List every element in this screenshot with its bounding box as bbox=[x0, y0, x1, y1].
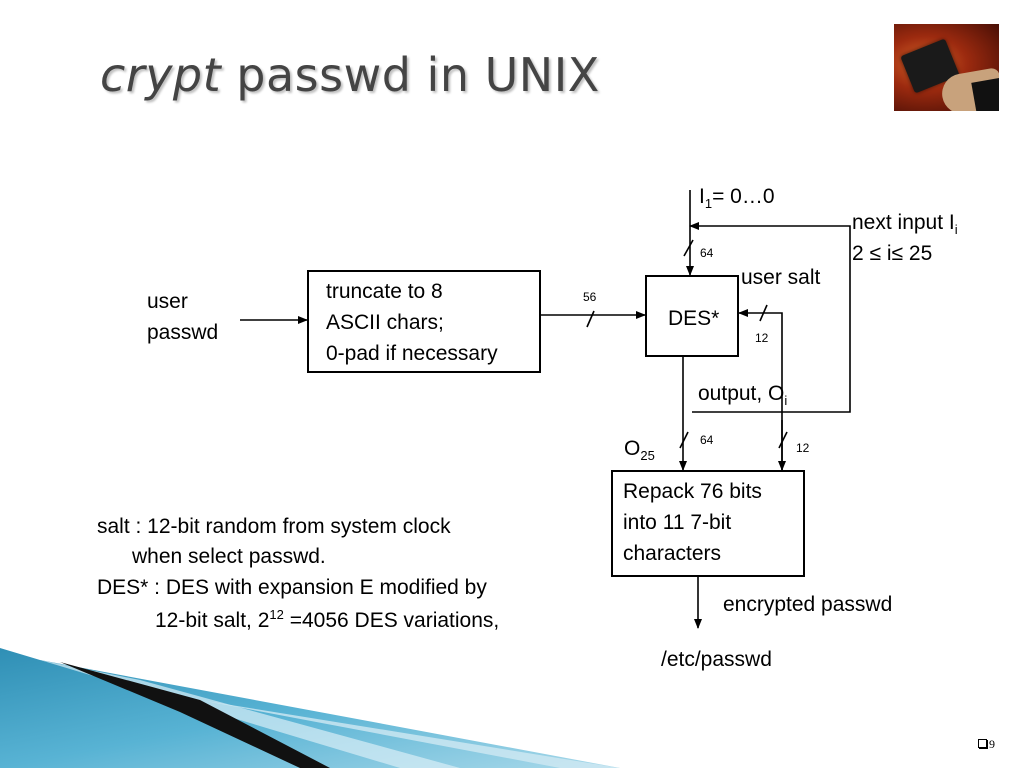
next-input-sub: i bbox=[954, 222, 958, 238]
o25-label: O25 bbox=[624, 438, 655, 462]
bits-12-salt-label: 12 bbox=[755, 331, 769, 345]
header-photo bbox=[894, 24, 999, 111]
truncate-box-line1: truncate to 8 bbox=[326, 280, 443, 303]
user-passwd-label-line1: user bbox=[147, 290, 188, 313]
next-input-label: next input Ii bbox=[852, 212, 958, 236]
bits-56-label: 56 bbox=[583, 290, 597, 304]
des-label: DES* bbox=[668, 307, 720, 330]
slide-title: crypt passwd in UNIX bbox=[100, 48, 600, 102]
o25-main: O bbox=[624, 437, 641, 460]
title-rest: passwd in UNIX bbox=[221, 48, 600, 102]
i1-sub: 1 bbox=[704, 196, 713, 212]
i1-rest: = 0…0 bbox=[712, 185, 775, 208]
title-italic-word: crypt bbox=[100, 48, 222, 102]
note-des-line2-sup: 12 bbox=[269, 607, 284, 622]
repack-box-line2: into 11 7-bit bbox=[623, 511, 732, 534]
feedback-loop-line bbox=[689, 222, 851, 413]
page-number-value: 9 bbox=[989, 737, 995, 751]
i1-main: I bbox=[699, 185, 705, 208]
note-des-line2-a: 12-bit salt, 2 bbox=[155, 609, 270, 632]
bit-slash-12-salt bbox=[759, 304, 768, 322]
salt-to-des-arrow bbox=[738, 309, 783, 470]
bullet-square-icon bbox=[978, 739, 987, 748]
bits-64-bottom-label: 64 bbox=[700, 433, 714, 447]
truncate-box bbox=[307, 270, 541, 373]
output-main: output, O bbox=[698, 382, 785, 405]
note-salt-line1: salt : 12-bit random from system clock bbox=[97, 515, 451, 538]
note-des-line2-b: =4056 DES variations, bbox=[283, 609, 500, 632]
output-label: output, Oi bbox=[698, 383, 787, 407]
repack-box-line1: Repack 76 bits bbox=[623, 480, 762, 503]
bit-slash-64-top bbox=[683, 239, 694, 257]
bit-slash-12-bottom bbox=[778, 431, 788, 449]
page-number: 9 bbox=[978, 737, 995, 752]
truncate-box-line2: ASCII chars; bbox=[326, 311, 444, 334]
bits-12-bottom-label: 12 bbox=[796, 441, 810, 455]
encrypted-passwd-label: encrypted passwd bbox=[723, 593, 893, 616]
note-des-line1: DES* : DES with expansion E modified by bbox=[97, 576, 487, 599]
output-sub: i bbox=[784, 393, 788, 409]
user-passwd-label-line2: passwd bbox=[147, 321, 219, 344]
bit-slash-56 bbox=[586, 310, 595, 328]
user-salt-label: user salt bbox=[741, 266, 821, 289]
bits-64-top-label: 64 bbox=[700, 246, 714, 260]
next-input-main: next input I bbox=[852, 211, 955, 234]
range-label: 2 ≤ i≤ 25 bbox=[852, 242, 933, 265]
repack-box-line3: characters bbox=[623, 542, 722, 565]
o25-sub: 25 bbox=[640, 448, 655, 464]
truncate-box-line3: 0-pad if necessary bbox=[326, 342, 498, 365]
i1-label: I1= 0…0 bbox=[699, 186, 775, 210]
bit-slash-64-bottom bbox=[679, 431, 689, 449]
repack-box bbox=[611, 470, 805, 577]
etc-passwd-label: /etc/passwd bbox=[661, 648, 772, 671]
note-salt-line2: when select passwd. bbox=[132, 545, 326, 568]
note-des-line2: 12-bit salt, 212 =4056 DES variations, bbox=[155, 608, 499, 631]
decorative-wave-band bbox=[0, 648, 620, 768]
